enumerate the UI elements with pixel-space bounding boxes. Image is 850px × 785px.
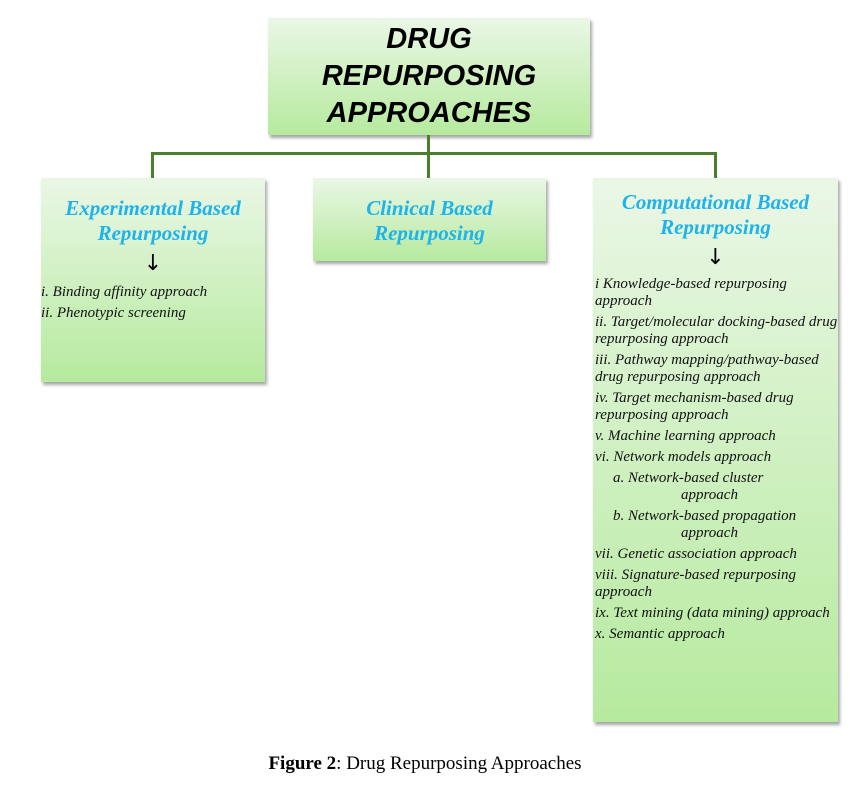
connector-root — [427, 135, 430, 153]
clinical-heading: Clinical Based Repurposing — [366, 196, 493, 245]
list-item: iii. Pathway mapping/pathway-based drug … — [595, 352, 819, 385]
list-item: iv. Target mechanism-based drug repurpos… — [595, 390, 794, 423]
experimental-list: i. Binding affinity approach ii. Phenoty… — [41, 284, 265, 322]
connector-experimental — [151, 152, 154, 178]
list-item: ii. Target/molecular docking-based drug … — [595, 314, 838, 347]
computational-node: Computational Based Repurposing ↓ i Know… — [593, 178, 838, 722]
list-item: v. Machine learning approach — [595, 428, 776, 444]
root-node: DRUG REPURPOSING APPROACHES — [268, 18, 590, 135]
arrow-down-icon: ↓ — [143, 251, 163, 276]
sub-item-text: approach — [681, 487, 738, 503]
connector-clinical — [427, 152, 430, 178]
list-item: vii. Genetic association approach — [595, 546, 797, 562]
root-title: DRUG REPURPOSING APPROACHES — [321, 23, 537, 129]
caption-label: Figure 2 — [268, 753, 337, 774]
sub-item-text: a. Network-based cluster — [613, 470, 764, 486]
computational-heading: Computational Based Repurposing — [621, 190, 810, 239]
experimental-heading: Experimental Based Repurposing — [65, 196, 241, 245]
list-item: x. Semantic approach — [595, 626, 725, 642]
connector-horizontal — [151, 152, 717, 155]
sub-item-text: approach — [681, 525, 738, 541]
list-item: vi. Network models approach — [595, 449, 772, 465]
list-item: ix. Text mining (data mining) approach — [595, 605, 830, 621]
connector-computational — [714, 152, 717, 178]
caption-text: : Drug Repurposing Approaches — [336, 753, 582, 774]
list-item: ii. Phenotypic screening — [41, 305, 186, 321]
sub-item-text: b. Network-based propagation — [613, 508, 797, 524]
clinical-node: Clinical Based Repurposing — [313, 178, 546, 261]
figure-caption: Figure 2: Drug Repurposing Approaches — [0, 753, 850, 775]
computational-list: i Knowledge-based repurposing approach i… — [593, 276, 838, 643]
arrow-down-icon: ↓ — [706, 245, 725, 270]
experimental-node: Experimental Based Repurposing ↓ i. Bind… — [41, 178, 265, 382]
list-item: viii. Signature-based repurposing approa… — [595, 567, 796, 600]
list-item: i. Binding affinity approach — [41, 284, 208, 300]
list-item: i Knowledge-based repurposing approach — [595, 276, 787, 309]
